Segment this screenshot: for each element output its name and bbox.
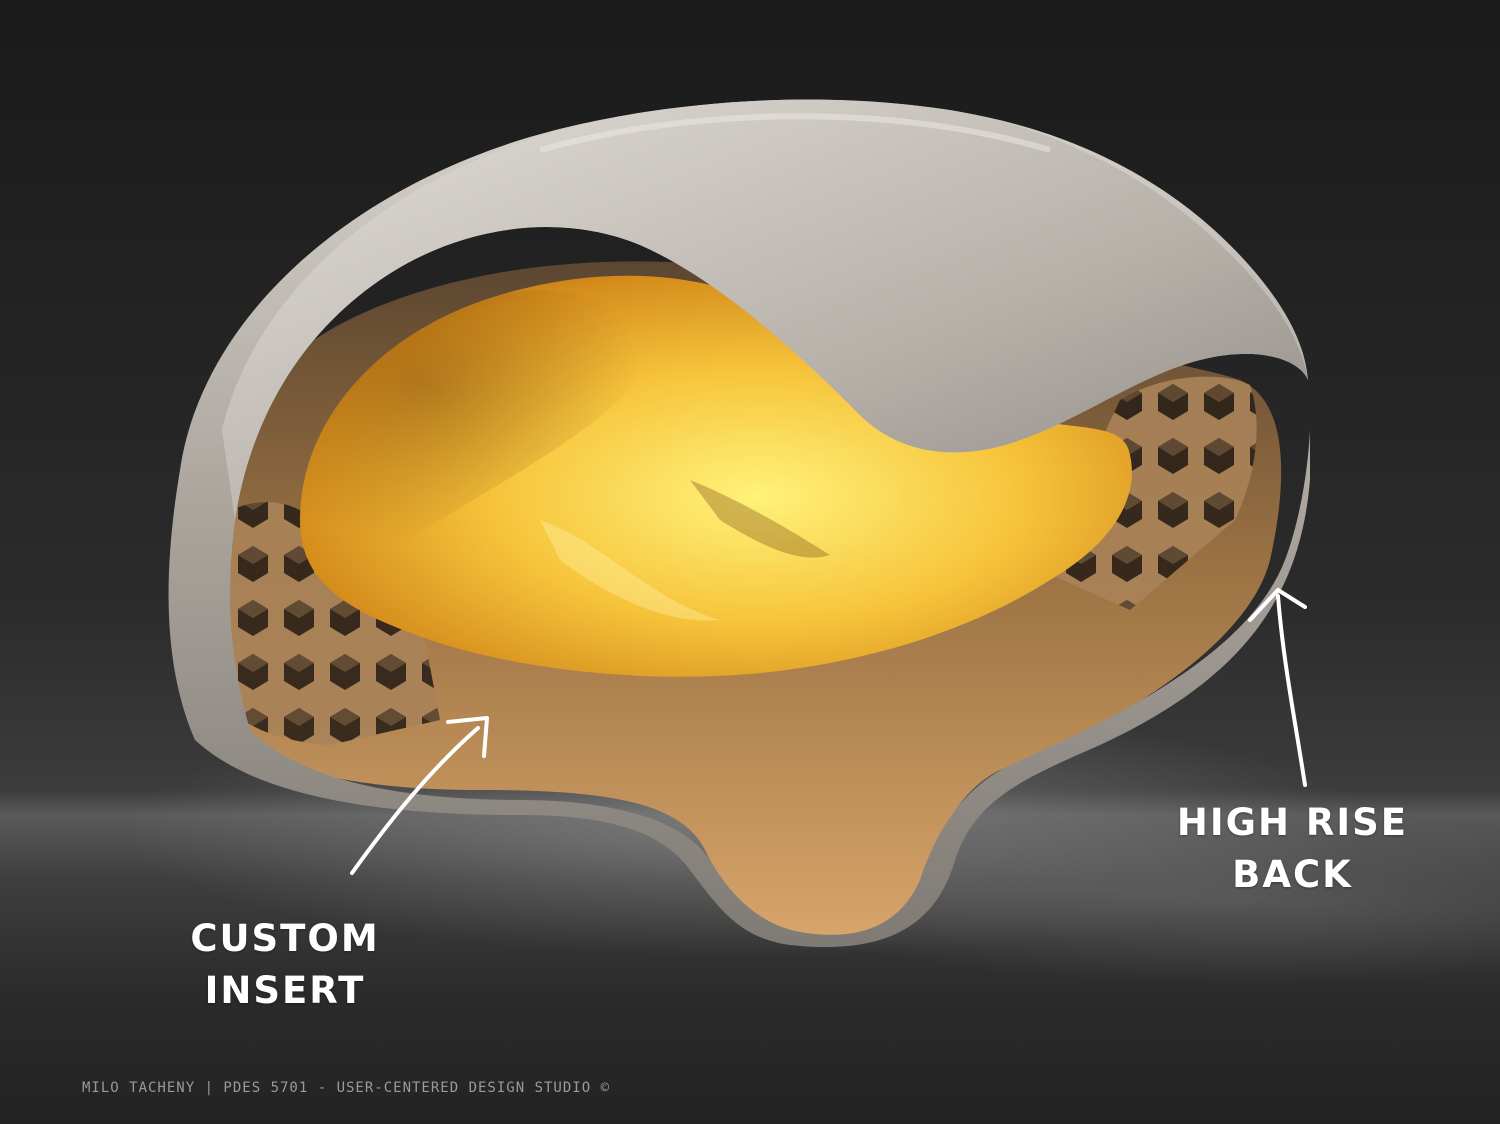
callout-back-line2: BACK — [1232, 853, 1353, 896]
arrow-insert-head — [446, 716, 489, 758]
callout-insert-line1: CUSTOM — [190, 917, 380, 960]
footer-credit: MILO TACHENY | PDES 5701 - USER-CENTERED… — [82, 1080, 611, 1096]
arrow-back-head — [1248, 588, 1307, 622]
callout-insert-line2: INSERT — [204, 969, 366, 1012]
arrow-back-shaft — [1276, 594, 1307, 787]
callout-high-rise-back: HIGH RISE BACK — [1140, 797, 1445, 901]
shell-top — [222, 99, 1308, 521]
honeycomb-right — [1040, 376, 1257, 610]
callout-custom-insert: CUSTOM INSERT — [140, 913, 430, 1017]
callout-back-line1: HIGH RISE — [1176, 801, 1409, 844]
arrow-insert-shaft — [350, 726, 480, 875]
